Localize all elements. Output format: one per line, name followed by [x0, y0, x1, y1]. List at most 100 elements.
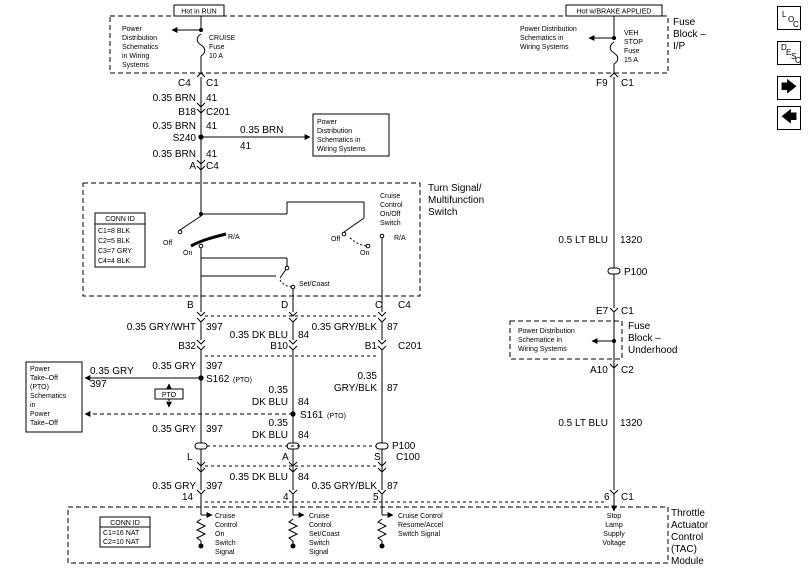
- cruise-onoff-text-4: Switch: [380, 220, 401, 227]
- blu-b-1: 0.35: [269, 418, 289, 429]
- s161-label: S161: [300, 410, 324, 421]
- wire-87-num: 87: [387, 322, 399, 333]
- veh-fuse-text-4: 15 A: [624, 57, 638, 64]
- sig1-text-3: On: [215, 531, 224, 538]
- cruise-onoff-text-3: On/Off: [380, 211, 401, 218]
- sig2-text-1: Cruise: [309, 513, 329, 520]
- pto-schematic-box: [25, 361, 83, 433]
- p100-mid-label: P100: [392, 441, 416, 452]
- pto-box-text-2: Take–Off: [30, 375, 58, 382]
- s161-pto-tag: (PTO): [327, 413, 346, 420]
- b10-label: B10: [270, 341, 288, 352]
- sig4-text-3: Supply: [603, 531, 625, 538]
- left-off-label: Off: [163, 240, 172, 247]
- left-arrow-icon: 🡄: [780, 109, 798, 126]
- hot-in-run-box: [173, 4, 225, 17]
- cruise-onoff-text-1: Cruise: [380, 193, 400, 200]
- pin-a-label: A: [189, 161, 196, 172]
- tac-module: Throttle Actuator Control (TAC) Module C…: [67, 494, 709, 567]
- hot-brake-label: Hot w/BRAKE APPLIED: [577, 9, 652, 16]
- switch-conn-id-box: [94, 212, 146, 268]
- gry-c-num: 397: [206, 481, 223, 492]
- tac-title-3: Control: [671, 532, 703, 543]
- gry-a-num: 397: [206, 361, 223, 372]
- c4-a-label: C4: [206, 161, 219, 172]
- desc-letter-s: S: [791, 52, 797, 61]
- pin-4-label: 4: [283, 492, 289, 503]
- wire-1320-color-a: 0.5 LT BLU: [558, 235, 608, 246]
- branch-wire-num: 41: [240, 141, 252, 152]
- tac-module-border: [67, 506, 669, 564]
- gry-c-color: 0.35 GRY: [152, 481, 196, 492]
- pds-left-text-1: Power: [122, 26, 143, 33]
- gry-b-num: 397: [206, 424, 223, 435]
- wire-87-color: 0.35 GRY/BLK: [312, 322, 378, 333]
- p100-right-label: P100: [624, 267, 648, 278]
- pto-branch-num: 397: [90, 379, 107, 390]
- underhood-title-2: Block –: [628, 333, 661, 344]
- cruise-fuse-text-1: CRUISE: [209, 35, 236, 42]
- c100-label: C100: [396, 452, 420, 463]
- sig1-text-4: Switch: [215, 540, 236, 547]
- pin-s-label: S: [374, 452, 381, 463]
- desc-button[interactable]: D E S C: [777, 41, 801, 65]
- wire-41-num-2: 41: [206, 121, 218, 132]
- sig2-text-4: Switch: [309, 540, 330, 547]
- tac-conn-row-2: C2=10 NAT: [103, 539, 140, 546]
- connector-chevron: [196, 311, 206, 323]
- left-on-label: On: [183, 250, 192, 257]
- gry-a-color: 0.35 GRY: [152, 361, 196, 372]
- connector-chevron: [288, 461, 298, 473]
- veh-stop-fuse-icon: [609, 41, 619, 65]
- switch-conn-row-3: C3=7 GRY: [98, 248, 132, 255]
- c1-left-label: C1: [206, 78, 219, 89]
- next-button[interactable]: 🡆: [777, 76, 801, 100]
- pds-box-41: [312, 113, 390, 157]
- loc-letter-c: C: [793, 20, 799, 29]
- pds-left-text-2: Distribution: [122, 35, 157, 42]
- wire-41-run: 0.35 BRN 41 B18 C201 0.35 BRN 41 S240 0.…: [153, 77, 390, 172]
- right-arrow-icon: 🡆: [780, 79, 798, 96]
- blu-b-num: 84: [298, 430, 310, 441]
- loc-button[interactable]: L O C: [777, 6, 801, 30]
- loc-letter-o: O: [788, 15, 795, 24]
- e7-c1-label: C1: [621, 306, 634, 317]
- a10-label: A10: [590, 365, 608, 376]
- pds-right-text-3: Wiring Systems: [520, 44, 569, 51]
- a10-c2-label: C2: [621, 365, 634, 376]
- right-off-contact: [341, 231, 347, 237]
- right-on-contact: [365, 243, 371, 249]
- wire-397-num: 397: [206, 322, 223, 333]
- prev-button[interactable]: 🡄: [777, 106, 801, 130]
- gry-b-color: 0.35 GRY: [152, 424, 196, 435]
- gb-c-num: 87: [387, 481, 399, 492]
- connector-chevron: [288, 311, 298, 323]
- branch-wire-color: 0.35 BRN: [240, 125, 283, 136]
- underhood-pds-3: Wiring Systems: [518, 346, 567, 353]
- tac-conn-row-1: C1=16 NAT: [103, 530, 140, 537]
- cruise-fuse-icon: [196, 33, 206, 57]
- blu-a-2: DK BLU: [252, 397, 288, 408]
- gb-c-color: 0.35 GRY/BLK: [312, 481, 378, 492]
- fuse-block-underhood-border: [509, 320, 623, 360]
- connector-chevron: [196, 72, 206, 78]
- resistor-icon: [287, 494, 305, 549]
- pto-box-text-5: in: [30, 402, 36, 409]
- left-ra-label: R/A: [228, 234, 240, 241]
- fuse-block-ip-border: [109, 15, 669, 74]
- sig3-text-2: Resume/Accel: [398, 522, 444, 529]
- right-ra-contact: [379, 233, 385, 239]
- underhood-pds-1: Power Distribution: [518, 328, 575, 335]
- wire-1320-color-b: 0.5 LT BLU: [558, 418, 608, 429]
- sig1-text-5: Signal: [215, 549, 235, 556]
- connector-chevron: [377, 311, 387, 323]
- pds-left-text-3: Schematics: [122, 44, 159, 51]
- wire-41-color-2: 0.35 BRN: [153, 121, 196, 132]
- switch-conn-row-4: C4=4 BLK: [98, 258, 130, 265]
- pin-6-c1-label: C1: [621, 492, 634, 503]
- connector-chevron: [288, 339, 298, 351]
- connector-chevron: [609, 72, 619, 78]
- pto-tag-label: PTO: [162, 392, 177, 399]
- pto-box-text-6: Power: [30, 411, 51, 418]
- underhood-title-1: Fuse: [628, 321, 651, 332]
